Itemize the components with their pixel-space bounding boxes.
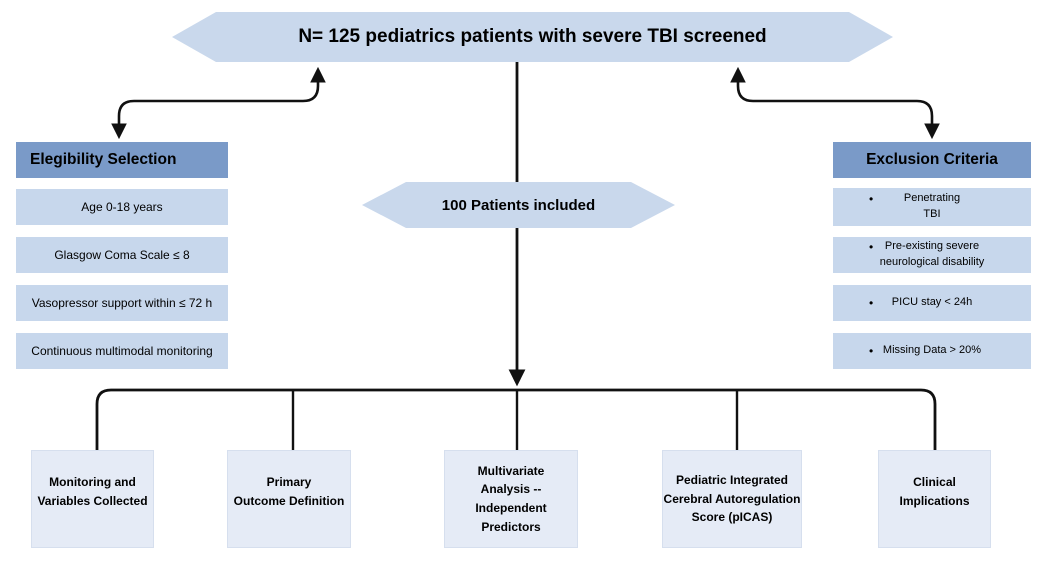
outcome-box-label: Multivariate Analysis --Independent Pred… — [475, 463, 547, 534]
outcome-box-label: Monitoring and Variables Collected — [37, 475, 148, 508]
included-node-label: 100 Patients included — [441, 196, 596, 214]
eligibility-header-label: Elegibility Selection — [30, 151, 177, 168]
exclusion-item-label: Missing Data > 20% — [882, 344, 982, 357]
eligibility-item-vasopressor: Vasopressor support within ≤ 72 h — [16, 285, 228, 321]
left-curved-arrow — [111, 66, 326, 140]
eligibility-item-label: Continuous multimodal monitoring — [31, 344, 213, 358]
screened-node-label: N= 125 pediatrics patients with severe T… — [298, 26, 767, 47]
exclusion-item-label: PICU stay < 24h — [891, 296, 973, 309]
outcome-box-monitoring-variables: Monitoring and Variables Collected — [31, 450, 154, 548]
eligibility-item-label: Age 0-18 years — [81, 200, 163, 214]
eligibility-item-label: Glasgow Coma Scale ≤ 8 — [54, 248, 190, 262]
exclusion-header: Exclusion Criteria — [833, 142, 1031, 178]
eligibility-item-monitoring: Continuous multimodal monitoring — [16, 333, 228, 369]
bullet-icon: • — [869, 296, 874, 310]
right-curved-arrow — [730, 66, 940, 140]
eligibility-item-age: Age 0-18 years — [16, 189, 228, 225]
bullet-icon: • — [869, 344, 874, 358]
bullet-icon: • — [869, 192, 874, 206]
exclusion-item-penetrating: • Penetrating TBI — [833, 188, 1031, 226]
outcome-box-clinical-implications: Clinical Implications — [878, 450, 991, 548]
eligibility-header: Elegibility Selection — [16, 142, 228, 178]
exclusion-item-label: Penetrating TBI — [903, 192, 961, 220]
screened-node: N= 125 pediatrics patients with severe T… — [172, 12, 893, 62]
eligibility-item-label: Vasopressor support within ≤ 72 h — [31, 296, 213, 310]
outcome-box-multivariate-analysis: Multivariate Analysis --Independent Pred… — [444, 450, 578, 548]
exclusion-item-missing-data: • Missing Data > 20% — [833, 333, 1031, 369]
eligibility-item-gcs: Glasgow Coma Scale ≤ 8 — [16, 237, 228, 273]
branch-bar — [95, 388, 937, 450]
included-node: 100 Patients included — [362, 182, 675, 228]
outcome-box-primary-outcome: Primary Outcome Definition — [227, 450, 351, 548]
outcome-box-label: Clinical Implications — [899, 475, 970, 508]
outcome-box-picas-score: Pediatric Integrated Cerebral Autoregula… — [662, 450, 802, 548]
bullet-icon: • — [869, 240, 874, 254]
exclusion-item-preexisting: • Pre-existing severe neurological disab… — [833, 237, 1031, 273]
exclusion-item-picu-stay: • PICU stay < 24h — [833, 285, 1031, 321]
outcome-box-label: Primary Outcome Definition — [233, 475, 345, 508]
outcome-box-label: Pediatric Integrated Cerebral Autoregula… — [663, 473, 801, 525]
exclusion-header-label: Exclusion Criteria — [866, 151, 998, 168]
exclusion-item-label: Pre-existing severe neurological disabil… — [879, 240, 985, 268]
